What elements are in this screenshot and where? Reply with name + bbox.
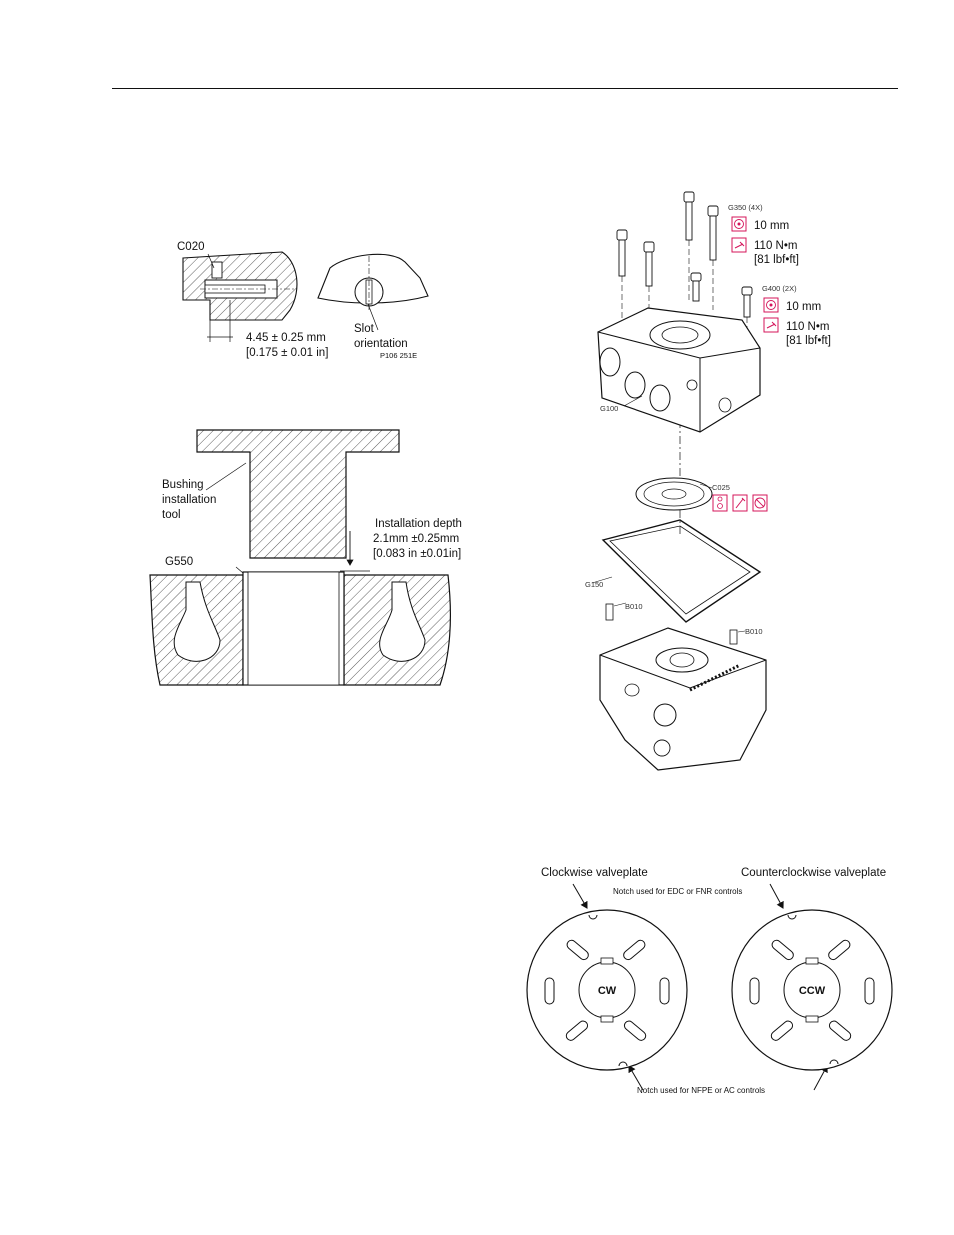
label-g150: G150 <box>585 580 603 589</box>
cw-center-label: CW <box>598 985 617 997</box>
depth-label-2: 2.1mm ±0.25mm <box>373 533 459 545</box>
exploded-view-drawing <box>591 191 767 771</box>
no-reuse-icon-c025 <box>752 494 768 512</box>
slot-detail-drawing <box>317 253 429 331</box>
arrow-cw-bottom <box>628 1065 644 1091</box>
g400-torque: 110 N•m <box>786 321 829 333</box>
label-c020: C020 <box>177 241 205 253</box>
ccw-title: Counterclockwise valveplate <box>741 867 886 879</box>
g400-torque-imperial: [81 lbf•ft] <box>786 335 831 347</box>
dim-in: [0.175 ± 0.01 in] <box>246 347 328 359</box>
ref-code: P106 251E <box>380 351 417 360</box>
ccw-center-label: CCW <box>799 985 826 997</box>
depth-label-3: [0.083 in ±0.01in] <box>373 548 461 560</box>
tool-label-3: tool <box>162 509 181 521</box>
g350-socket: 10 mm <box>754 220 789 232</box>
label-b010-left: B010 <box>625 602 643 611</box>
cw-title: Clockwise valveplate <box>541 867 648 879</box>
slot-label-2: orientation <box>354 338 408 350</box>
arrow-cw-top <box>572 883 588 909</box>
header-rule <box>112 88 898 89</box>
slot-label-1: Slot <box>354 323 375 335</box>
ccw-valveplate: CCW <box>731 909 893 1071</box>
label-g100: G100 <box>600 404 618 413</box>
socket-icon-g400 <box>763 297 779 313</box>
lubricate-icon-c025 <box>712 494 728 512</box>
inspect-tool-icon-c025 <box>732 494 748 512</box>
tool-label-2: installation <box>162 494 216 506</box>
label-g400: G400 (2X) <box>762 284 797 293</box>
torque-wrench-icon-g350 <box>731 237 747 253</box>
label-b010-right: B010 <box>745 627 763 636</box>
dim-mm: 4.45 ± 0.25 mm <box>246 332 326 344</box>
label-g550: G550 <box>165 556 193 568</box>
g400-socket: 10 mm <box>786 301 821 313</box>
bushing-drawing <box>149 429 451 686</box>
notch-top-label: Notch used for EDC or FNR controls <box>613 887 742 896</box>
socket-icon-g350 <box>731 216 747 232</box>
notch-bottom-label: Notch used for NFPE or AC controls <box>637 1086 765 1095</box>
tool-label-1: Bushing <box>162 479 204 491</box>
torque-wrench-icon-g400 <box>763 317 779 333</box>
depth-label-1: Installation depth <box>375 518 462 530</box>
label-c025: C025 <box>712 483 730 492</box>
g350-torque: 110 N•m <box>754 240 797 252</box>
arrow-ccw-top <box>769 883 784 909</box>
label-g350: G350 (4X) <box>728 203 763 212</box>
g350-torque-imperial: [81 lbf•ft] <box>754 254 799 266</box>
cw-valveplate: CW <box>526 909 688 1071</box>
pin-detail-drawing <box>182 251 298 342</box>
arrow-ccw-bottom <box>813 1065 828 1091</box>
